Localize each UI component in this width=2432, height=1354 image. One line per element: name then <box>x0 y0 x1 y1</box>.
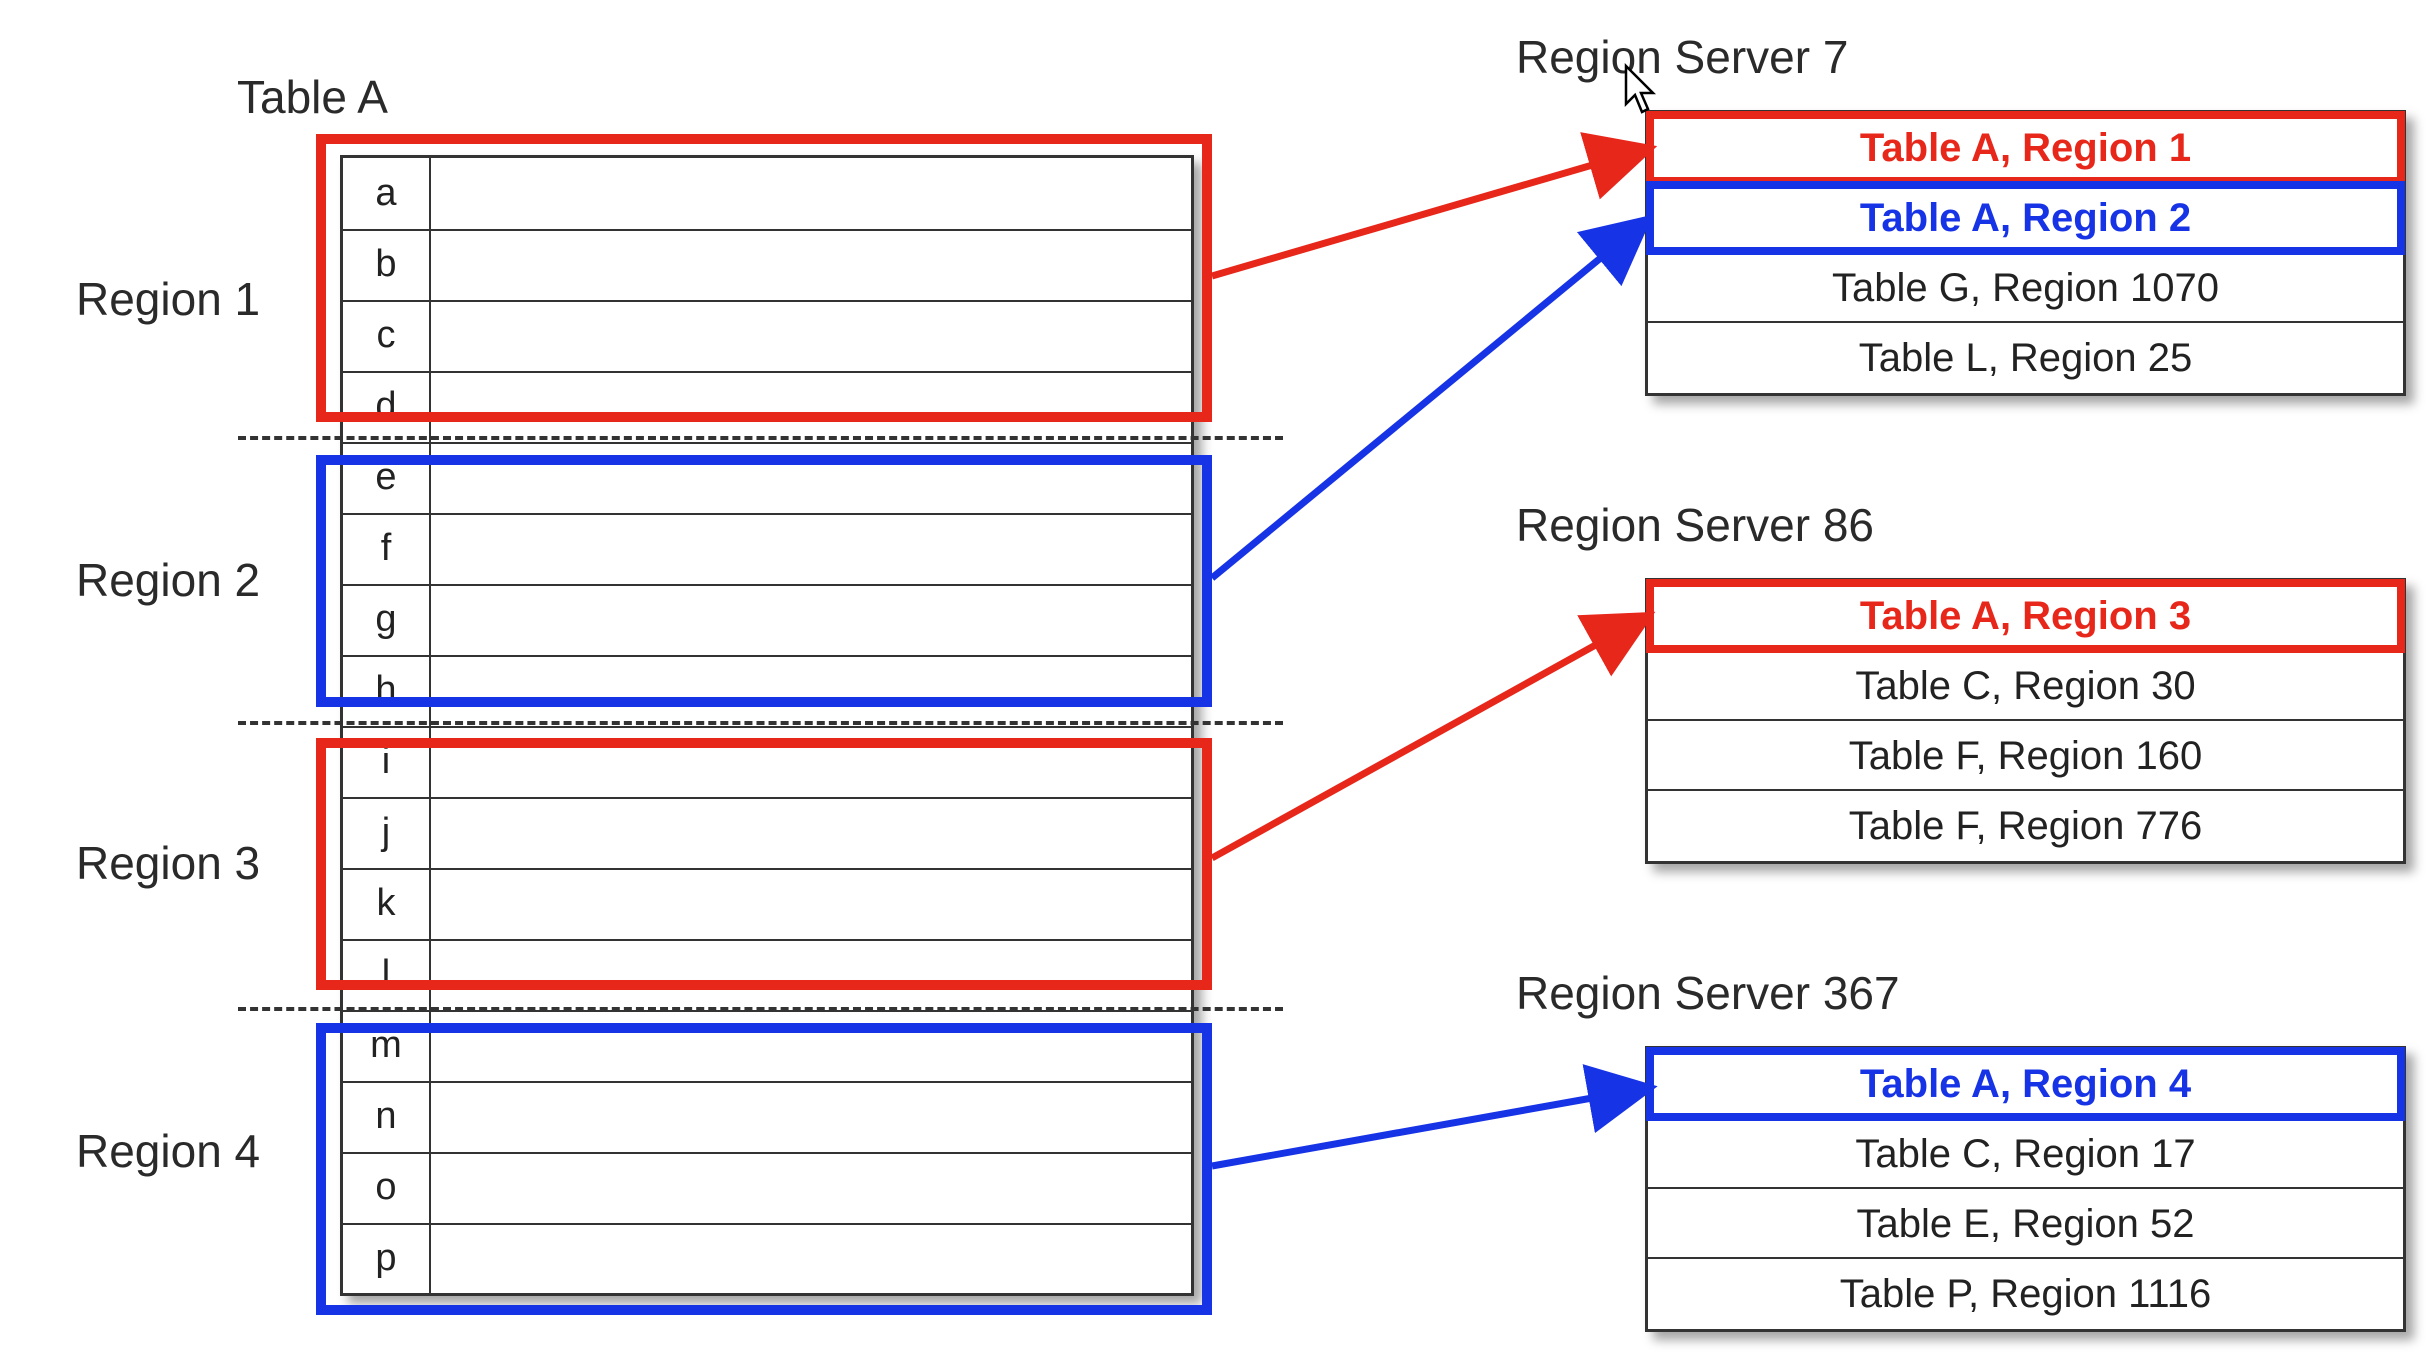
table-row: o <box>343 1152 1191 1225</box>
mouse-cursor-icon <box>1624 62 1657 114</box>
server-row: Table A, Region 4 <box>1646 1047 2405 1121</box>
region-4-outline <box>316 1023 1212 1315</box>
region-divider <box>238 436 1283 440</box>
server-row: Table F, Region 776 <box>1848 804 2203 848</box>
table-row: n <box>343 1081 1191 1154</box>
row-key: n <box>343 1081 431 1152</box>
row-key: k <box>343 868 431 939</box>
table-row: i <box>343 726 1191 799</box>
table-row: f <box>343 513 1191 586</box>
region-3-outline <box>316 738 1212 990</box>
arrow-region-1-to-server-7 <box>1211 132 1658 280</box>
server-row: Table G, Region 1070 <box>1648 253 2403 323</box>
server-row: Table C, Region 17 <box>1648 1119 2403 1189</box>
region-2-outline <box>316 455 1212 707</box>
server-row: Table A, Region 3 <box>1646 579 2405 653</box>
table-row: g <box>343 584 1191 657</box>
row-key: e <box>343 442 431 513</box>
row-key: p <box>343 1223 431 1294</box>
table-row: l <box>343 939 1191 1012</box>
table-row: c <box>343 300 1191 373</box>
row-key: i <box>343 726 431 797</box>
region-1-outline <box>316 134 1212 422</box>
arrow-region-4-to-server-367 <box>1211 1064 1658 1170</box>
row-key: c <box>343 300 431 371</box>
region-divider <box>238 1007 1283 1011</box>
table-row: e <box>343 442 1191 515</box>
server-row: Table L, Region 25 <box>1858 336 2193 380</box>
server-row: Table A, Region 1 <box>1646 111 2405 185</box>
region-label-2: Region 2 <box>76 554 261 606</box>
region-divider <box>238 721 1283 725</box>
row-key: a <box>343 158 431 229</box>
table-row: a <box>343 158 1191 231</box>
row-key: f <box>343 513 431 584</box>
server-title-86: Region Server 86 <box>1516 499 1874 551</box>
row-key: b <box>343 229 431 300</box>
row-key: j <box>343 797 431 868</box>
server-title-367: Region Server 367 <box>1516 967 1900 1019</box>
arrow-region-3-to-server-86 <box>1210 611 1656 862</box>
region-label-3: Region 3 <box>76 837 261 889</box>
row-key: g <box>343 584 431 655</box>
server-row: Table E, Region 52 <box>1648 1189 2403 1259</box>
region-label-1: Region 1 <box>76 273 261 325</box>
table-row: j <box>343 797 1191 870</box>
table-row: p <box>343 1223 1191 1294</box>
arrow-region-2-to-server-7 <box>1209 214 1654 581</box>
table-row: k <box>343 868 1191 941</box>
table-title: Table A <box>237 71 388 123</box>
region-label-4: Region 4 <box>76 1125 261 1177</box>
server-row: Table F, Region 160 <box>1648 721 2403 791</box>
table-row: b <box>343 229 1191 302</box>
row-key: o <box>343 1152 431 1223</box>
row-key: l <box>343 939 431 1010</box>
server-title-7: Region Server 7 <box>1516 31 1849 83</box>
server-row: Table A, Region 2 <box>1646 181 2405 255</box>
server-row: Table P, Region 1116 <box>1839 1272 2212 1316</box>
server-row: Table C, Region 30 <box>1648 651 2403 721</box>
